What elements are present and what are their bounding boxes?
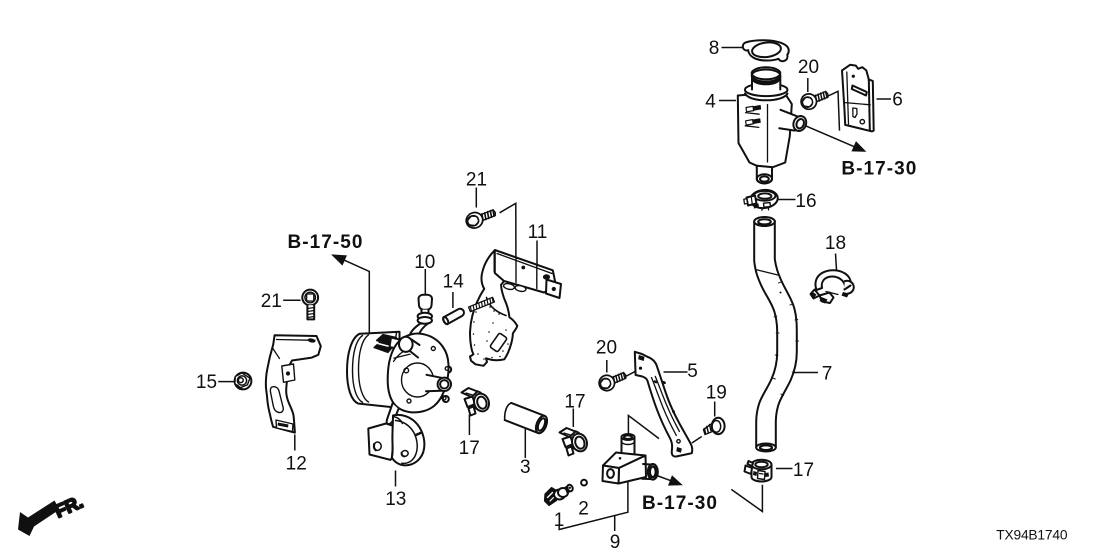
svg-text:18: 18 — [825, 233, 846, 254]
svg-text:17: 17 — [459, 438, 480, 459]
svg-text:3: 3 — [520, 457, 531, 478]
svg-text:B-17-30: B-17-30 — [642, 493, 718, 514]
svg-text:6: 6 — [892, 90, 903, 111]
svg-text:21: 21 — [261, 291, 282, 312]
svg-text:B-17-50: B-17-50 — [288, 232, 364, 253]
svg-text:10: 10 — [414, 252, 435, 273]
svg-text:16: 16 — [795, 191, 816, 212]
svg-text:17: 17 — [564, 392, 585, 413]
svg-text:TX94B1740: TX94B1740 — [996, 528, 1068, 543]
svg-text:9: 9 — [610, 532, 621, 553]
svg-text:4: 4 — [705, 92, 716, 113]
svg-text:12: 12 — [286, 454, 307, 475]
svg-text:15: 15 — [196, 372, 217, 393]
svg-text:14: 14 — [443, 272, 465, 293]
svg-text:20: 20 — [798, 57, 819, 78]
svg-text:FR.: FR. — [51, 492, 86, 522]
svg-text:17: 17 — [793, 460, 814, 481]
svg-text:19: 19 — [706, 383, 727, 404]
svg-text:1: 1 — [554, 510, 565, 531]
svg-text:2: 2 — [578, 499, 589, 520]
svg-text:11: 11 — [528, 222, 548, 243]
svg-text:8: 8 — [709, 38, 720, 59]
svg-text:13: 13 — [385, 489, 406, 510]
svg-text:7: 7 — [822, 364, 833, 385]
svg-text:B-17-30: B-17-30 — [841, 159, 917, 180]
svg-text:5: 5 — [687, 361, 698, 382]
svg-text:21: 21 — [466, 170, 487, 191]
svg-text:20: 20 — [596, 338, 617, 359]
